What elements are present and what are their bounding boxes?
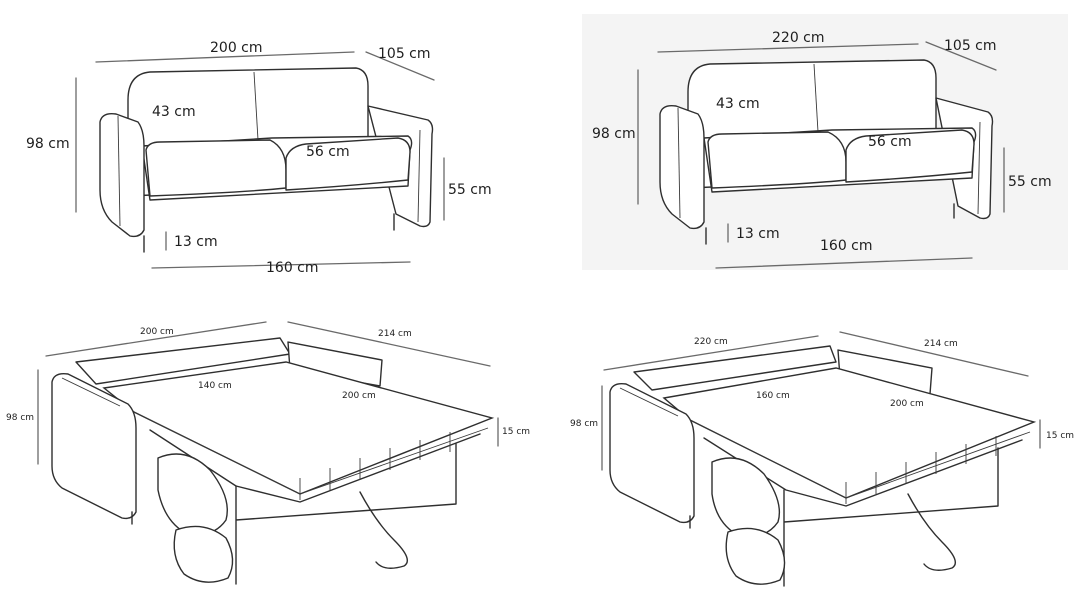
width-label: 220 cm (694, 337, 728, 347)
left-arm-edge (677, 107, 681, 219)
seat-cushion-left (707, 131, 847, 189)
seat-cushion-right (285, 137, 411, 191)
mattress-width-label: 160 cm (756, 391, 790, 401)
seat-height-label: 55 cm (448, 182, 492, 198)
left-arm-top-edge (619, 387, 679, 417)
back-cushion-seam (813, 63, 819, 133)
pull-strap (907, 493, 956, 571)
seat-depth-label: 56 cm (868, 134, 912, 150)
sofa-200-diagram: 200 cm 105 cm 98 cm 43 cm 56 cm 55 cm 13… (26, 40, 492, 276)
length-label: 214 cm (378, 329, 412, 339)
bed-slats (845, 436, 997, 504)
leg-height-label: 13 cm (174, 234, 218, 250)
seat-width-label: 160 cm (820, 238, 873, 254)
bed-legs (235, 443, 457, 585)
seat-width-dim-line (151, 261, 411, 269)
length-label: 214 cm (924, 339, 958, 349)
back-cushion-label: 43 cm (152, 104, 196, 120)
width-label: 200 cm (140, 327, 174, 337)
mattress-thickness-label: 15 cm (1046, 431, 1074, 441)
seat-cushion-right (845, 129, 975, 183)
leg-height-label: 13 cm (736, 226, 780, 242)
length-dim-line (839, 331, 1029, 377)
seat-width-label: 160 cm (266, 260, 319, 276)
right-arm-edge (977, 121, 981, 215)
folded-cushion-lower (725, 527, 786, 585)
left-armrest (99, 112, 145, 238)
height-label: 98 cm (26, 136, 70, 152)
width-label: 200 cm (210, 40, 263, 56)
seat-height-label: 55 cm (1008, 174, 1052, 190)
left-arm-top-edge (61, 377, 121, 407)
seat-cushion-left (145, 139, 287, 197)
mattress-length-label: 200 cm (342, 391, 376, 401)
width-dim-line (603, 335, 819, 371)
sofa-220-diagram: 220 cm 105 cm 98 cm 43 cm 56 cm 55 cm 13… (582, 14, 1068, 270)
depth-dim-line (925, 41, 997, 71)
mattress-thickness-label: 15 cm (502, 427, 530, 437)
seat-width-dim-line (715, 257, 973, 269)
left-armrest (659, 104, 705, 230)
width-dim-line (95, 51, 355, 63)
left-arm-edge (117, 115, 121, 227)
bed-200-diagram: 200 cm 214 cm 98 cm 140 cm 200 cm 15 cm (6, 321, 530, 585)
width-dim-line (45, 321, 267, 357)
left-armrest (609, 382, 695, 524)
folded-cushion-upper (157, 453, 228, 535)
pull-strap (359, 491, 408, 569)
mattress-width-label: 140 cm (198, 381, 232, 391)
right-arm-edge (417, 129, 421, 223)
seat-depth-label: 56 cm (306, 144, 350, 160)
right-armrest (287, 341, 383, 387)
depth-dim-line (365, 51, 435, 81)
back-cushion-label: 43 cm (716, 96, 760, 112)
depth-label: 105 cm (944, 38, 997, 54)
folded-cushion-lower (173, 525, 234, 583)
mattress-length-label: 200 cm (890, 399, 924, 409)
height-label: 98 cm (592, 126, 636, 142)
width-dim-line (657, 43, 919, 53)
bed-220-diagram: 220 cm 214 cm 98 cm 160 cm 200 cm 15 cm (570, 331, 1074, 587)
bed-slats (299, 432, 451, 500)
width-label: 220 cm (772, 30, 825, 46)
folded-cushion-upper (711, 457, 781, 537)
left-armrest (51, 372, 137, 520)
length-dim-line (287, 321, 491, 367)
back-cushion-seam (253, 71, 259, 141)
depth-label: 105 cm (378, 46, 431, 62)
height-label: 98 cm (570, 419, 598, 429)
height-label: 98 cm (6, 413, 34, 423)
backrest (633, 345, 837, 391)
